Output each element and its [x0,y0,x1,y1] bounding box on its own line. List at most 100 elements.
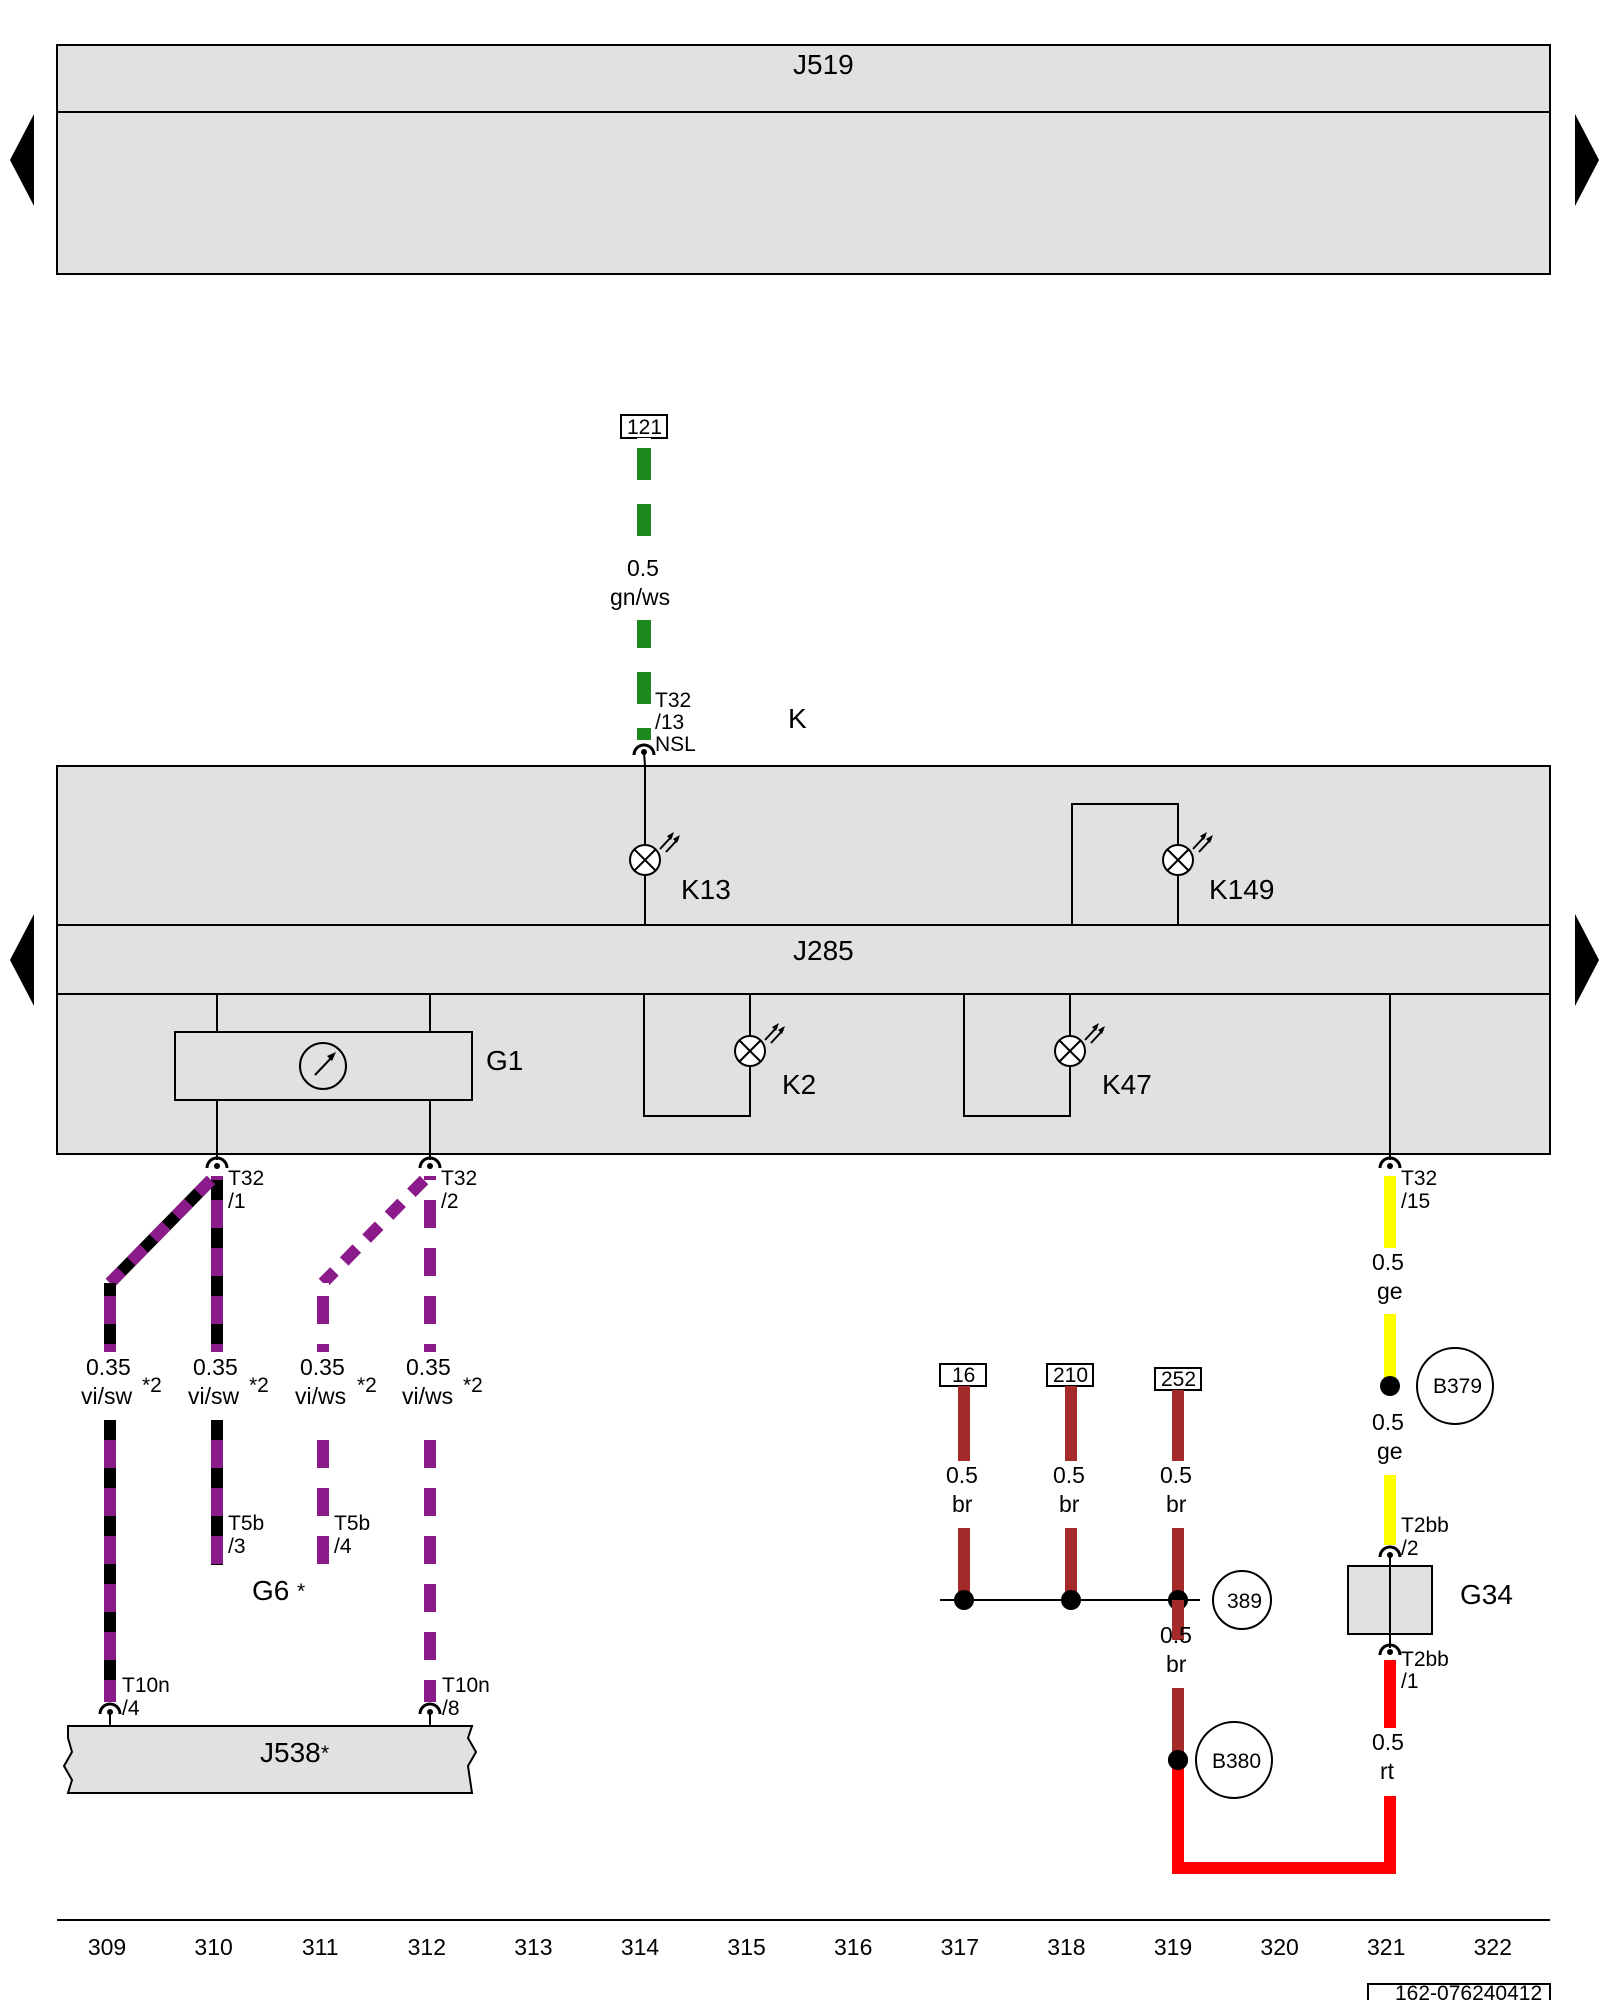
page-right-arrow-icon[interactable] [1575,114,1599,206]
terminal-121-label: 121 [627,416,662,439]
wire-312-color: vi/ws [402,1383,453,1409]
wire-314-color: gn/ws [610,584,670,610]
wire-gnws-upper [637,438,651,553]
column-number-316: 316 [834,1934,872,1960]
j519-label: J519 [793,49,854,80]
doc-id-label: 162-076240412 [1395,1982,1542,2000]
wire-318-size: 0.5 [1053,1462,1085,1488]
wire-312-note: *2 [463,1374,483,1397]
column-number-319: 319 [1154,1934,1192,1960]
t10n-8-line2: /8 [442,1697,460,1720]
t32-1-line1: T32 [228,1167,264,1190]
point-b380-label: B380 [1212,1750,1261,1773]
page-left-arrow-icon[interactable] [10,114,34,206]
column-number-318: 318 [1047,1934,1085,1960]
column-number-312: 312 [408,1934,446,1960]
k13-label: K13 [681,874,731,905]
k47-label: K47 [1102,1069,1152,1100]
cluster-bottom-connectors: T32 /1 T32 /2 T32 /15 [205,1156,1437,1213]
wire-319b-size: 0.5 [1160,1622,1192,1648]
t2bb-1-line1: T2bb [1401,1648,1449,1671]
connector-t2bb-2-icon [1378,1545,1402,1558]
connector-t32-2-icon [418,1156,442,1169]
t5b-3-line2: /3 [228,1535,246,1558]
wire-gnws-lower [637,620,651,740]
wire-310-color: vi/sw [188,1383,240,1409]
lamp-k13: K13 [629,832,731,905]
column-number-314: 314 [621,1934,660,1960]
connector-t10n-8-icon [418,1702,442,1715]
wire-321b-size: 0.5 [1372,1409,1404,1435]
t32-15-line1: T32 [1401,1167,1437,1190]
column-number-309: 309 [88,1934,126,1960]
terminal-16-label: 16 [952,1364,975,1387]
wire-321a-color: ge [1377,1278,1403,1304]
lamp-k149: K149 [1071,803,1274,925]
brown-wires: 16 210 252 0.5 br 0.5 br 0.5 br 389 0.5 … [939,1363,1273,1799]
t2bb-1-line2: /1 [1401,1670,1419,1693]
wire-317-size: 0.5 [946,1462,978,1488]
violet-wires: 0.35 vi/sw *2 0.35 vi/sw *2 0.35 vi/ws *… [81,1175,490,1726]
wire-310-size: 0.35 [193,1354,238,1380]
wire-309-size: 0.35 [86,1354,131,1380]
page-right-arrow-icon-2[interactable] [1575,914,1599,1006]
point-389-circle [1212,1570,1272,1630]
connector-t10n-4-icon [98,1702,122,1715]
wire-321b-color: ge [1377,1438,1403,1464]
column-number-322: 322 [1474,1934,1512,1960]
column-number-310: 310 [194,1934,232,1960]
wire-312-size: 0.35 [406,1354,451,1380]
wire-321: 0.5 ge B379 0.5 ge T2bb /2 G34 T2bb /1 0… [1172,1176,1513,1874]
wire-321c-size: 0.5 [1372,1729,1404,1755]
k2-label: K2 [782,1069,816,1100]
point-b379-circle [1416,1347,1494,1425]
point-b380-circle [1195,1721,1273,1799]
t32-1-line2: /1 [228,1190,246,1213]
connector-t32-1-icon [205,1156,229,1169]
wire-309-color: vi/sw [81,1383,133,1409]
t10n-8-line1: T10n [442,1674,490,1697]
wire-321a-size: 0.5 [1372,1249,1404,1275]
point-389-label: 389 [1227,1590,1262,1613]
t32-13-line1: T32 [655,689,691,712]
j538-star: * [321,1742,329,1765]
t32-13-line3: NSL [655,733,696,756]
column-number-315: 315 [727,1934,765,1960]
g34-label: G34 [1460,1579,1513,1610]
t32-13-line2: /13 [655,711,684,734]
connector-t2bb-1-icon [1378,1643,1402,1656]
connector-t32-13-icon [632,743,656,756]
t32-15-line2: /15 [1401,1190,1430,1213]
wire-321c-color: rt [1380,1758,1395,1784]
j538-module: J538 * [62,1725,478,1794]
wire-318-color: br [1059,1491,1080,1517]
column-number-317: 317 [941,1934,979,1960]
wire-311-color: vi/ws [295,1383,346,1409]
t10n-4-line2: /4 [122,1697,140,1720]
wire-314-size: 0.5 [627,555,659,581]
circuit-314: 121 0.5 gn/ws T32 /13 NSL [610,414,696,925]
t2bb-2-line1: T2bb [1401,1514,1449,1537]
wire-319a-size: 0.5 [1160,1462,1192,1488]
wire-310-note: *2 [249,1374,269,1397]
column-number-320: 320 [1260,1934,1298,1960]
lamp-k2: K2 [643,994,816,1117]
terminal-252-label: 252 [1161,1368,1196,1391]
j285-label: J285 [793,935,854,966]
j519-module: J519 [56,44,1551,275]
t5b-4-line2: /4 [334,1535,352,1558]
k-label: K [788,703,807,734]
wire-311-note: *2 [357,1374,377,1397]
doc-id-box [1367,1983,1551,2000]
wire-317-color: br [952,1491,973,1517]
point-b379-label: B379 [1433,1375,1482,1398]
t5b-3-line1: T5b [228,1512,264,1535]
gauge-g1: G1 [174,994,523,1160]
k149-label: K149 [1209,874,1274,905]
gauge-g1-icon [299,1042,347,1090]
page-left-arrow-icon-2[interactable] [10,914,34,1006]
wire-311-size: 0.35 [300,1354,345,1380]
